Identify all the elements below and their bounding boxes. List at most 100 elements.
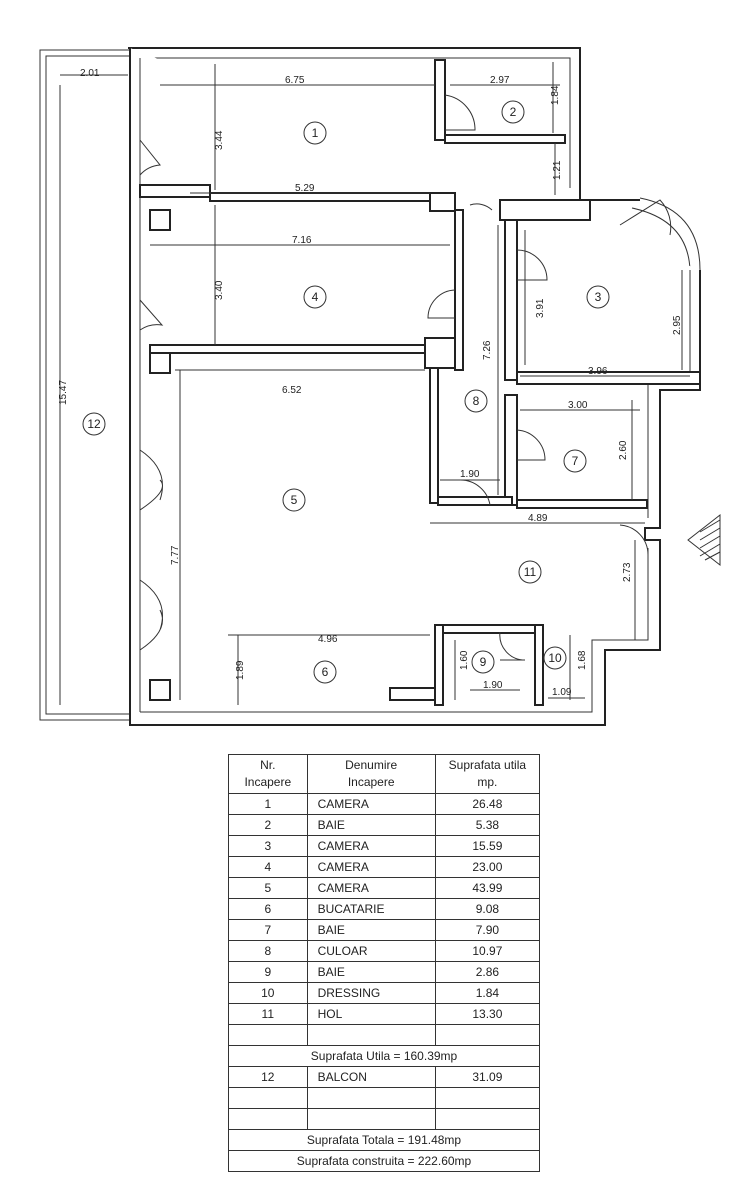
- useful-total: Suprafata Utila = 160.39mp: [228, 1045, 540, 1067]
- room-number: 5: [291, 493, 298, 507]
- floor-plan: 2.01 6.75 2.97 1.84 3.44 1.21 5.29 7.16 …: [39, 47, 721, 726]
- built-total-row: Suprafata construita = 222.60mp: [228, 1150, 540, 1172]
- table-header: Nr. Incapere Denumire Incapere Suprafata…: [228, 754, 541, 794]
- col-header-nr-2: Incapere: [244, 775, 292, 789]
- room-markers: 1 2 3 4 5 6 7 8 9 10 11 12: [82, 100, 610, 684]
- room-id: 7: [228, 919, 308, 941]
- room-area: 26.48: [434, 793, 541, 815]
- room-area: 9.08: [434, 898, 541, 920]
- room-id: 10: [228, 982, 308, 1004]
- table-row-empty: [228, 1108, 541, 1130]
- room-area: 1.84: [434, 982, 541, 1004]
- built-total: Suprafata construita = 222.60mp: [228, 1150, 540, 1172]
- room-id: 4: [228, 856, 308, 878]
- room-area-table: Nr. Incapere Denumire Incapere Suprafata…: [228, 754, 541, 1172]
- balcony-id: 12: [228, 1066, 308, 1088]
- col-header-name-2: Incapere: [347, 775, 395, 789]
- doors: [139, 94, 672, 661]
- room-number: 9: [480, 655, 487, 669]
- room-id: 2: [228, 814, 308, 836]
- dim-label: 6.52: [282, 385, 302, 396]
- dim-label: 1.21: [552, 160, 563, 180]
- room-number: 2: [510, 105, 517, 119]
- dim-label: 1.68: [577, 650, 588, 670]
- grand-total-row: Suprafata Totala = 191.48mp: [228, 1129, 540, 1151]
- dim-label: 3.00: [568, 400, 588, 411]
- dim-label: 1.89: [235, 660, 246, 680]
- room-number: 8: [473, 394, 480, 408]
- balcony-outline: [39, 49, 131, 721]
- dim-label: 2.01: [80, 68, 100, 79]
- col-header-area: Suprafata utila: [448, 758, 527, 772]
- room-id: 6: [228, 898, 308, 920]
- dim-label: 6.75: [285, 75, 305, 86]
- room-area: 23.00: [434, 856, 541, 878]
- dim-label: 2.73: [622, 562, 633, 582]
- room-area: 10.97: [434, 940, 541, 962]
- dim-label: 3.91: [535, 298, 546, 318]
- room-id: 11: [228, 1003, 308, 1025]
- north-marker: [687, 513, 721, 567]
- room-id: 5: [228, 877, 308, 899]
- dim-label: 7.26: [482, 340, 493, 360]
- room-area: 5.38: [434, 814, 541, 836]
- dim-label: 4.89: [528, 513, 548, 524]
- room-area: 43.99: [434, 877, 541, 899]
- dim-label: 4.96: [318, 634, 338, 645]
- room-name: CAMERA: [306, 835, 436, 857]
- room-id: 1: [228, 793, 308, 815]
- dim-label: 1.09: [552, 687, 572, 698]
- dim-label: 3.96: [588, 366, 608, 377]
- interior-walls: [139, 59, 701, 706]
- dim-label: 2.97: [490, 75, 510, 86]
- room-number: 12: [87, 417, 101, 431]
- room-number: 7: [572, 454, 579, 468]
- room-name: DRESSING: [306, 982, 436, 1004]
- room-id: 8: [228, 940, 308, 962]
- room-area: 15.59: [434, 835, 541, 857]
- col-header-nr: Nr.: [260, 758, 276, 772]
- room-name: BAIE: [306, 814, 436, 836]
- room-name: BUCATARIE: [306, 898, 436, 920]
- room-name: CAMERA: [306, 793, 436, 815]
- room-name: CULOAR: [306, 940, 436, 962]
- dim-label: 3.40: [214, 280, 225, 300]
- room-name: CAMERA: [306, 877, 436, 899]
- room-area: 13.30: [434, 1003, 541, 1025]
- table-row-empty: [228, 1024, 541, 1046]
- dim-label: 2.95: [672, 315, 683, 335]
- room-name: CAMERA: [306, 856, 436, 878]
- dim-label: 5.29: [295, 183, 315, 194]
- room-name: BAIE: [306, 961, 436, 983]
- useful-total-row: Suprafata Utila = 160.39mp: [228, 1045, 540, 1067]
- room-number: 11: [524, 565, 537, 579]
- room-area: 2.86: [434, 961, 541, 983]
- room-number: 3: [595, 290, 602, 304]
- room-number: 6: [322, 665, 329, 679]
- dim-label: 2.60: [618, 440, 629, 460]
- room-name: BAIE: [306, 919, 436, 941]
- table-row-empty: [228, 1087, 541, 1109]
- dim-label: 1.60: [459, 650, 470, 670]
- balcony-area: 31.09: [434, 1066, 541, 1088]
- dim-label: 3.44: [214, 130, 225, 150]
- balcony-name: BALCON: [306, 1066, 436, 1088]
- room-number: 10: [548, 651, 562, 665]
- dim-label: 1.90: [483, 680, 503, 691]
- dim-label: 7.77: [170, 545, 181, 565]
- col-header-name: Denumire: [345, 758, 398, 772]
- room-id: 3: [228, 835, 308, 857]
- grand-total: Suprafata Totala = 191.48mp: [228, 1129, 540, 1151]
- dim-label: 1.90: [460, 469, 480, 480]
